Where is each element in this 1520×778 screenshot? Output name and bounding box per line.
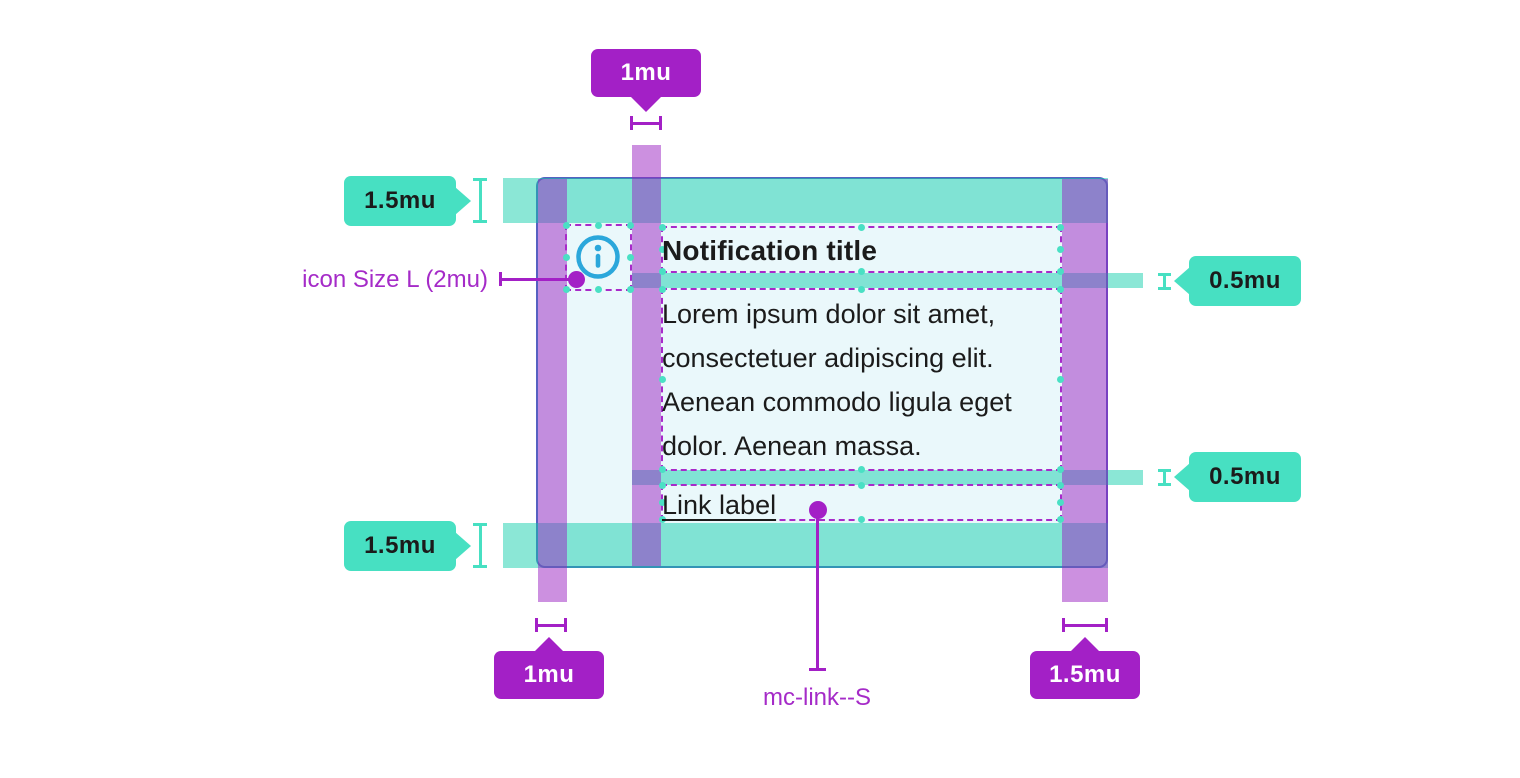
badge-label: 1mu (620, 59, 672, 86)
title-body-gap-highlight (632, 273, 1143, 288)
bounds-handle-dot (659, 516, 666, 523)
bounds-handle-dot (858, 516, 865, 523)
padding-left-highlight (538, 179, 567, 602)
bounds-handle-dot (659, 466, 666, 473)
link-token-callout-label: mc-link--S (763, 684, 871, 711)
bounds-handle-dot (659, 246, 666, 253)
measure-ibeam-left-bottom (473, 523, 487, 568)
bounds-handle-dot (1057, 268, 1064, 275)
bounds-handle-dot (627, 222, 634, 229)
measurement-badge-padding-top: 1.5mu (344, 176, 456, 226)
bounds-handle-dot (1057, 246, 1064, 253)
measure-ibeam-left-top (473, 178, 487, 223)
bounds-handle-dot (858, 286, 865, 293)
notification-title: Notification title (662, 235, 878, 266)
bounds-handle-dot (659, 499, 666, 506)
padding-bottom-highlight (503, 523, 1108, 568)
link-token-connector-tick (809, 668, 826, 671)
badge-label: 1.5mu (364, 187, 436, 214)
notification-body-line: Aenean commodo ligula eget (662, 387, 1012, 417)
measure-ibeam-right-top (1158, 273, 1171, 290)
bounds-handle-dot (858, 482, 865, 489)
bounds-handle-dot (1057, 224, 1064, 231)
measure-ibeam-bottom-right (1062, 618, 1108, 632)
notification-link[interactable]: Link label (662, 490, 777, 520)
link-token-connector-line (816, 514, 819, 670)
bounds-handle-dot (659, 268, 666, 275)
bounds-handle-dot (659, 376, 666, 383)
measure-ibeam-right-bottom (1158, 469, 1171, 486)
measure-ibeam-top (630, 116, 662, 130)
badge-pointer-left-icon (1174, 463, 1190, 491)
body-bounds-box (659, 286, 1064, 473)
bounds-handle-dot (1057, 499, 1064, 506)
badge-label: 1.5mu (364, 532, 436, 559)
badge-label: 0.5mu (1209, 463, 1281, 490)
badge-pointer-left-icon (1174, 267, 1190, 295)
bounds-handle-dot (1057, 482, 1064, 489)
measurement-badge-padding-bottom: 1.5mu (344, 521, 456, 571)
notification-body-line: dolor. Aenean massa. (662, 431, 922, 461)
icon-size-connector-dot (568, 271, 585, 288)
info-icon (576, 235, 620, 279)
measurement-badge-padding-right: 1.5mu (1030, 651, 1140, 699)
measure-ibeam-bottom-left (535, 618, 567, 632)
measurement-badge-title-gap: 0.5mu (1189, 256, 1301, 306)
badge-label: 0.5mu (1209, 267, 1281, 294)
bounds-handle-dot (1057, 516, 1064, 523)
bounds-handle-dot (1057, 286, 1064, 293)
bounds-handle-dot (595, 222, 602, 229)
bounds-handle-dot (563, 254, 570, 261)
icon-size-callout-label: icon Size L (2mu) (302, 266, 488, 293)
body-link-gap-highlight (632, 470, 1143, 485)
link-token-connector-dot (809, 501, 827, 519)
icon-text-gap-highlight (632, 145, 661, 566)
bounds-handle-dot (659, 286, 666, 293)
measurement-badge-padding-left: 1mu (494, 651, 604, 699)
bounds-handle-dot (858, 268, 865, 275)
notification-body-line: Lorem ipsum dolor sit amet, (662, 299, 996, 329)
badge-pointer-right-icon (455, 532, 471, 560)
icon-size-connector-line (499, 278, 571, 281)
title-bounds-box (659, 224, 1064, 275)
bounds-handle-dot (595, 286, 602, 293)
measurement-badge-top-gap: 1mu (591, 49, 701, 97)
bounds-handle-dot (858, 224, 865, 231)
bounds-handle-dot (1057, 376, 1064, 383)
badge-pointer-right-icon (455, 187, 471, 215)
padding-top-highlight (503, 178, 1108, 223)
badge-label: 1mu (523, 661, 575, 688)
badge-pointer-up-icon (533, 637, 565, 653)
badge-label: 1.5mu (1049, 661, 1121, 688)
link-bounds-box (659, 482, 1064, 523)
bounds-handle-dot (627, 254, 634, 261)
badge-pointer-up-icon (1069, 637, 1101, 653)
bounds-handle-dot (1057, 466, 1064, 473)
notification-body: Lorem ipsum dolor sit amet, consectetuer… (662, 292, 1082, 468)
padding-right-highlight (1062, 179, 1108, 602)
bounds-handle-dot (563, 286, 570, 293)
notification-body-line: consectetuer adipiscing elit. (662, 343, 994, 373)
bounds-handle-dot (627, 286, 634, 293)
bounds-handle-dot (858, 466, 865, 473)
bounds-handle-dot (659, 482, 666, 489)
badge-pointer-down-icon (630, 96, 662, 112)
icon-bounds-box (563, 222, 634, 293)
bounds-handle-dot (563, 222, 570, 229)
measurement-badge-link-gap: 0.5mu (1189, 452, 1301, 502)
bounds-handle-dot (659, 224, 666, 231)
